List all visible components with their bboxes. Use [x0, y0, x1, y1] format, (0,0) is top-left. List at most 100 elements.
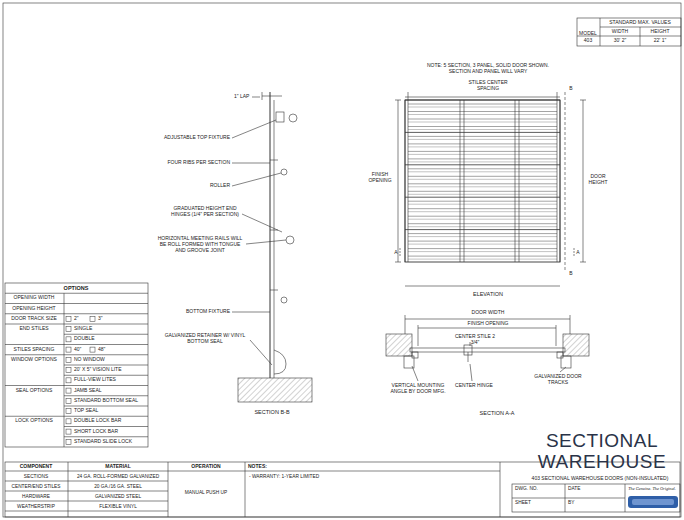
label-text: 403: [584, 38, 592, 44]
checkbox: [90, 316, 95, 321]
panel-rib: [408, 126, 557, 127]
panel-rib: [408, 183, 557, 184]
label-text: STANDARD SLIDE LOCK: [74, 439, 132, 445]
panel-rib: [408, 236, 557, 237]
stile: [515, 100, 516, 262]
label-text: FOUR RIBS PER SECTION: [167, 160, 230, 166]
stile: [557, 100, 558, 262]
label-text: SHEET: [515, 500, 531, 506]
label-text: STANDARD BOTTOM SEAL: [74, 398, 138, 404]
label-text: A: [576, 250, 579, 256]
label-text: 403 SECTIONAL WAREHOUSE DOORS (NON-INSUL…: [532, 476, 669, 482]
label-text: GALVANIZED DOOR TRACKS: [530, 374, 586, 386]
panel-rib: [408, 114, 557, 115]
label-text: END STILES: [19, 326, 48, 332]
stile: [460, 100, 461, 262]
checkbox: [66, 388, 71, 393]
label-text: OPENING HEIGHT: [12, 306, 55, 312]
panel-rib: [408, 107, 557, 108]
label-text: NOTE: 5 SECTION, 3 PANEL, SOLID DOOR SHO…: [418, 63, 558, 75]
label-text: STILES SPACING: [14, 347, 55, 353]
label-text: DWG. NO.: [515, 486, 538, 492]
label-text: 30' 2": [614, 38, 626, 44]
label-text: BY: [568, 500, 574, 506]
door-elevation: [395, 92, 586, 286]
label-text: - WARRANTY: 1-YEAR LIMITED: [249, 474, 319, 480]
label-text: LOCK OPTIONS: [15, 418, 53, 424]
panel-rib: [408, 211, 557, 212]
panel-rib: [408, 248, 557, 249]
label-text: MANUAL PUSH UP: [185, 490, 227, 496]
label-text: GRADUATED HEIGHT END HINGES (1/4" PER SE…: [169, 206, 241, 218]
label-text: SHORT LOCK BAR: [74, 429, 118, 435]
panel-rib: [408, 168, 557, 169]
panel-rib: [408, 216, 557, 217]
label-text: ELEVATION: [473, 291, 503, 297]
checkbox: [90, 347, 95, 352]
label-text: TOP SEAL: [74, 408, 98, 414]
label-text: 40": [74, 347, 81, 353]
label-text: DOOR TRACK SIZE: [11, 316, 57, 322]
label-text: SECTION B-B: [254, 409, 289, 415]
logo-banner: [628, 496, 678, 508]
label-text: FULL-VIEW LITES: [74, 377, 116, 383]
label-text: CENTER STILE 2 3/4": [455, 334, 495, 346]
label-text: SECTIONS: [24, 474, 49, 480]
panel-rib: [408, 143, 557, 144]
label-text: FINISH OPENING: [468, 321, 509, 327]
panel-rib: [408, 241, 557, 242]
logo-banner: [632, 499, 674, 505]
label-text: SEAL OPTIONS: [16, 388, 53, 394]
model-table: [577, 18, 681, 46]
panel-rib: [408, 233, 557, 234]
panel-rib: [408, 176, 557, 177]
checkbox: [66, 316, 71, 321]
panel-rib: [408, 208, 557, 209]
panel-rib: [408, 259, 557, 260]
label-text: CENTER/END STILES: [11, 484, 60, 490]
stile: [408, 100, 409, 262]
label-text: OPERATION: [191, 464, 220, 470]
panel-rib: [408, 129, 557, 130]
section-joint: [405, 100, 560, 101]
label-text: B: [569, 86, 572, 92]
label-text: DOOR WIDTH: [472, 310, 505, 316]
label-text: DATE: [568, 486, 580, 492]
label-text: GALVANIZED RETAINER W/ VINYL BOTTOM SEAL: [162, 333, 248, 345]
stile: [519, 100, 520, 262]
panel-rib: [408, 179, 557, 180]
label-text: STANDARD MAX. VALUES: [609, 20, 671, 26]
panel-rib: [408, 186, 557, 187]
panel-rib: [408, 154, 557, 155]
label-text: DOUBLE: [74, 336, 95, 342]
panel-rib: [408, 223, 557, 224]
section-joint: [405, 197, 560, 198]
label-text: HORIZONTAL MEETING RAILS WILL BE ROLL FO…: [157, 236, 243, 253]
label-text: SECTION A-A: [480, 410, 515, 416]
section-b-b: [232, 92, 312, 402]
label-text: JAMB SEAL: [74, 388, 102, 394]
label-text: VERTICAL MOUNTING ANGLE BY DOOR MFG.: [387, 383, 449, 395]
label-text: WIDTH: [612, 29, 628, 35]
section-joint: [405, 164, 560, 165]
panel-rib: [408, 104, 557, 105]
panel-rib: [408, 136, 557, 137]
label-text: NO WINDOW: [74, 357, 105, 363]
panel-rib: [408, 158, 557, 159]
panel-rib: [408, 251, 557, 252]
label-text: 1" LAP: [234, 94, 249, 100]
label-text: COMPONENT: [20, 464, 53, 470]
panel-rib: [408, 171, 557, 172]
label-text: FINISH OPENING: [363, 172, 397, 184]
stile: [464, 100, 465, 262]
panel-rib: [408, 111, 557, 112]
label-text: ADJUSTABLE TOP FIXTURE: [164, 135, 230, 141]
checkbox: [66, 327, 71, 332]
checkbox: [66, 409, 71, 414]
options-table: [5, 283, 148, 447]
label-text: WEATHERSTRIP: [17, 504, 55, 510]
section-a-a: [386, 315, 589, 381]
checkbox: [66, 378, 71, 383]
panel-rib: [408, 139, 557, 140]
label-text: HARDWARE: [22, 494, 50, 500]
